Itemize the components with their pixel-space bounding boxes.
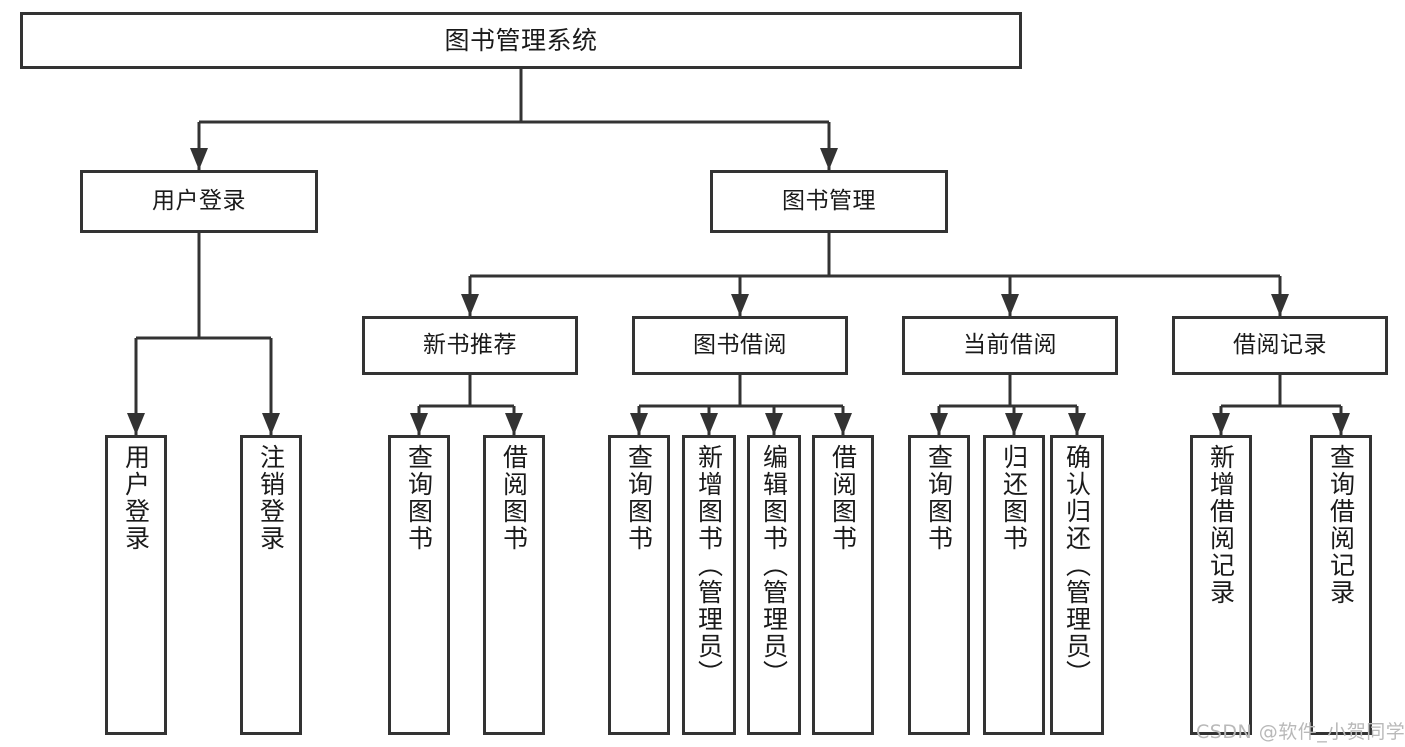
node-label: 新增借阅记录 xyxy=(1206,444,1236,606)
edge-arrowhead xyxy=(262,413,280,435)
edge-arrowhead xyxy=(505,413,523,435)
node-leaf-borrow-book-2[interactable]: 借阅图书 xyxy=(812,435,874,735)
node-label: 用户登录 xyxy=(121,444,151,552)
node-label: 借阅图书 xyxy=(499,444,529,552)
node-label: 新书推荐 xyxy=(423,331,517,358)
edge-arrowhead xyxy=(700,413,718,435)
node-leaf-add-book[interactable]: 新增图书（管理员） xyxy=(682,435,736,735)
edge-arrowhead xyxy=(1068,413,1086,435)
node-label: 当前借阅 xyxy=(963,331,1057,358)
node-leaf-query-book-3[interactable]: 查询图书 xyxy=(908,435,970,735)
edge-arrowhead xyxy=(461,294,479,316)
node-leaf-return-book[interactable]: 归还图书 xyxy=(983,435,1045,735)
node-leaf-borrow-book-1[interactable]: 借阅图书 xyxy=(483,435,545,735)
node-book-borrow[interactable]: 图书借阅 xyxy=(632,316,848,375)
node-leaf-add-record[interactable]: 新增借阅记录 xyxy=(1190,435,1252,735)
node-leaf-user-login[interactable]: 用户登录 xyxy=(105,435,167,735)
edge-arrowhead xyxy=(820,148,838,170)
edge-arrowhead xyxy=(190,148,208,170)
edge-arrowhead xyxy=(1005,413,1023,435)
edge-arrowhead xyxy=(1332,413,1350,435)
node-label: 借阅图书 xyxy=(828,444,858,552)
edge-arrowhead xyxy=(1212,413,1230,435)
node-label: 查询图书 xyxy=(404,444,434,552)
node-label: 用户登录 xyxy=(152,187,246,214)
node-label: 查询图书 xyxy=(924,444,954,552)
edge-arrowhead xyxy=(1271,294,1289,316)
node-label: 图书管理系统 xyxy=(444,25,598,55)
node-label: 图书管理 xyxy=(782,187,876,214)
node-root[interactable]: 图书管理系统 xyxy=(20,12,1022,69)
edge-arrowhead xyxy=(930,413,948,435)
node-borrow-record[interactable]: 借阅记录 xyxy=(1172,316,1388,375)
edge-arrowhead xyxy=(630,413,648,435)
node-label: 注销登录 xyxy=(256,444,286,552)
edge-arrowhead xyxy=(731,294,749,316)
node-label: 归还图书 xyxy=(999,444,1029,552)
edge-arrowhead xyxy=(410,413,428,435)
node-label: 确认归还（管理员） xyxy=(1062,444,1092,687)
node-book-manage[interactable]: 图书管理 xyxy=(710,170,948,233)
node-leaf-edit-book[interactable]: 编辑图书（管理员） xyxy=(747,435,801,735)
node-leaf-query-record[interactable]: 查询借阅记录 xyxy=(1310,435,1372,735)
node-label: 图书借阅 xyxy=(693,331,787,358)
edge-arrowhead xyxy=(765,413,783,435)
node-leaf-query-book-1[interactable]: 查询图书 xyxy=(388,435,450,735)
node-label: 借阅记录 xyxy=(1233,331,1327,358)
node-label: 编辑图书（管理员） xyxy=(759,444,789,687)
node-user-login[interactable]: 用户登录 xyxy=(80,170,318,233)
node-current-borrow[interactable]: 当前借阅 xyxy=(902,316,1118,375)
watermark: CSDN @软件_小贺同学 xyxy=(1196,721,1405,743)
node-label: 查询借阅记录 xyxy=(1326,444,1356,606)
node-leaf-confirm-return[interactable]: 确认归还（管理员） xyxy=(1050,435,1104,735)
node-new-book-rec[interactable]: 新书推荐 xyxy=(362,316,578,375)
edge-arrowhead xyxy=(834,413,852,435)
node-label: 查询图书 xyxy=(624,444,654,552)
node-label: 新增图书（管理员） xyxy=(694,444,724,687)
node-leaf-query-book-2[interactable]: 查询图书 xyxy=(608,435,670,735)
edge-arrowhead xyxy=(127,413,145,435)
edge-arrowhead xyxy=(1001,294,1019,316)
node-leaf-logout[interactable]: 注销登录 xyxy=(240,435,302,735)
